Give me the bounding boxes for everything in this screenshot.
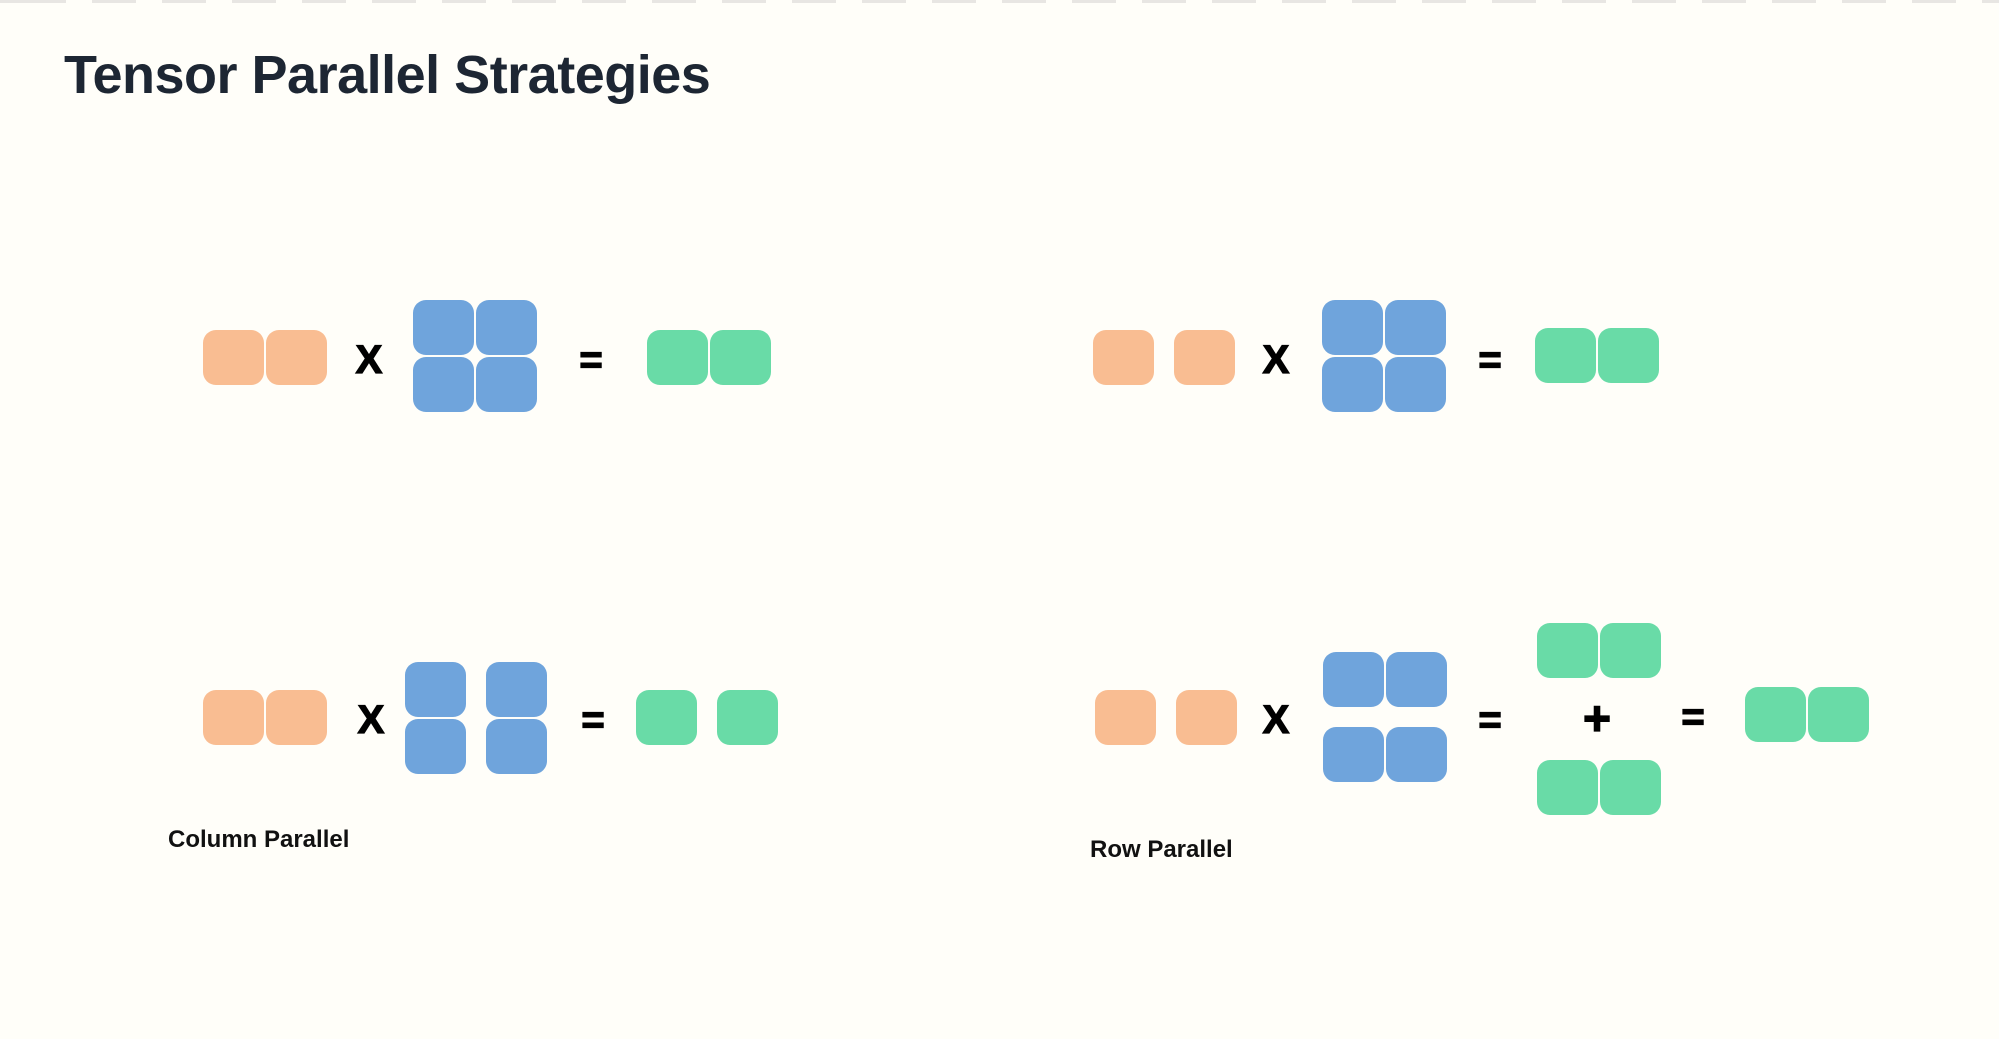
output-matrix-split <box>636 690 778 745</box>
output-matrix <box>647 330 771 385</box>
equals-operator: = <box>1681 694 1706 739</box>
matrix-cell <box>710 330 771 385</box>
matrix-cell <box>405 719 466 774</box>
top-edge-pattern <box>0 0 1999 3</box>
output-matrix <box>1535 328 1659 383</box>
input-matrix-sharded <box>1093 330 1235 385</box>
matrix-cell <box>486 662 547 717</box>
multiply-operator: X <box>357 697 385 742</box>
matrix-cell <box>266 330 327 385</box>
partial-sum-top-matrix <box>1537 623 1661 678</box>
weight-matrix <box>1322 300 1446 412</box>
input-matrix-sharded <box>1095 690 1237 745</box>
matrix-cell <box>1537 623 1598 678</box>
matrix-cell <box>1386 652 1447 707</box>
column-parallel-label: Column Parallel <box>168 826 350 853</box>
equals-operator: = <box>1478 697 1503 742</box>
matrix-cell <box>1322 357 1383 412</box>
matrix-cell <box>413 357 474 412</box>
matrix-cell <box>1600 760 1661 815</box>
matrix-cell <box>1600 623 1661 678</box>
page-title: Tensor Parallel Strategies <box>64 45 711 105</box>
equals-operator: = <box>1478 337 1503 382</box>
weight-matrix-column-split <box>405 662 547 774</box>
matrix-cell <box>1323 727 1384 782</box>
matrix-cell <box>717 690 778 745</box>
matrix-cell <box>203 690 264 745</box>
weight-matrix-row-split <box>1323 652 1447 782</box>
input-matrix <box>203 330 327 385</box>
matrix-cell <box>1745 687 1806 742</box>
matrix-cell <box>1322 300 1383 355</box>
weight-matrix <box>413 300 537 412</box>
matrix-cell <box>1535 328 1596 383</box>
multiply-operator: X <box>355 337 383 382</box>
matrix-cell <box>476 300 537 355</box>
matrix-cell <box>1095 690 1156 745</box>
matrix-cell <box>1385 300 1446 355</box>
equals-operator: = <box>581 697 606 742</box>
multiply-operator: X <box>1262 337 1290 382</box>
row-parallel-label: Row Parallel <box>1090 836 1233 863</box>
matrix-cell <box>1176 690 1237 745</box>
matrix-cell <box>476 357 537 412</box>
matrix-cell <box>1323 652 1384 707</box>
matrix-cell <box>413 300 474 355</box>
matrix-cell <box>636 690 697 745</box>
matrix-cell <box>1093 330 1154 385</box>
matrix-cell <box>1808 687 1869 742</box>
matrix-cell <box>405 662 466 717</box>
matrix-cell <box>1174 330 1235 385</box>
matrix-cell <box>266 690 327 745</box>
matrix-cell <box>1386 727 1447 782</box>
matrix-cell <box>1598 328 1659 383</box>
matrix-cell <box>203 330 264 385</box>
input-matrix <box>203 690 327 745</box>
partial-sum-bottom-matrix <box>1537 760 1661 815</box>
output-matrix <box>1745 687 1869 742</box>
multiply-operator: X <box>1262 697 1290 742</box>
matrix-cell <box>647 330 708 385</box>
matrix-cell <box>486 719 547 774</box>
plus-operator: + <box>1582 692 1612 746</box>
matrix-cell <box>1537 760 1598 815</box>
matrix-cell <box>1385 357 1446 412</box>
equals-operator: = <box>579 337 604 382</box>
